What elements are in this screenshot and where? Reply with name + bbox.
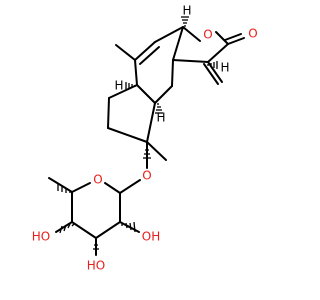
atom-labels: H H H H O O O O HO OH HO xyxy=(32,4,258,273)
glycosidic-oxygen-label: O xyxy=(142,169,151,183)
hydroxyl-label-left: HO xyxy=(32,230,50,244)
lactone-ring-oxygen-label: O xyxy=(203,28,212,42)
hydrogen-label-right: H xyxy=(220,61,229,75)
structure-diagram: H H H H O O O O HO OH HO xyxy=(32,4,258,273)
hydrogen-label-top: H xyxy=(182,4,191,18)
hydrogen-label-middle: H xyxy=(156,111,165,125)
pyranose-oxygen-label: O xyxy=(93,173,102,187)
hydrogen-label-left: H xyxy=(114,79,123,93)
hashed-wedges xyxy=(57,16,218,250)
carbonyl-oxygen-label: O xyxy=(248,27,257,41)
hydroxyl-label-bottom: HO xyxy=(87,259,105,273)
bond-lines xyxy=(48,26,245,256)
hydroxyl-label-right: OH xyxy=(142,230,160,244)
